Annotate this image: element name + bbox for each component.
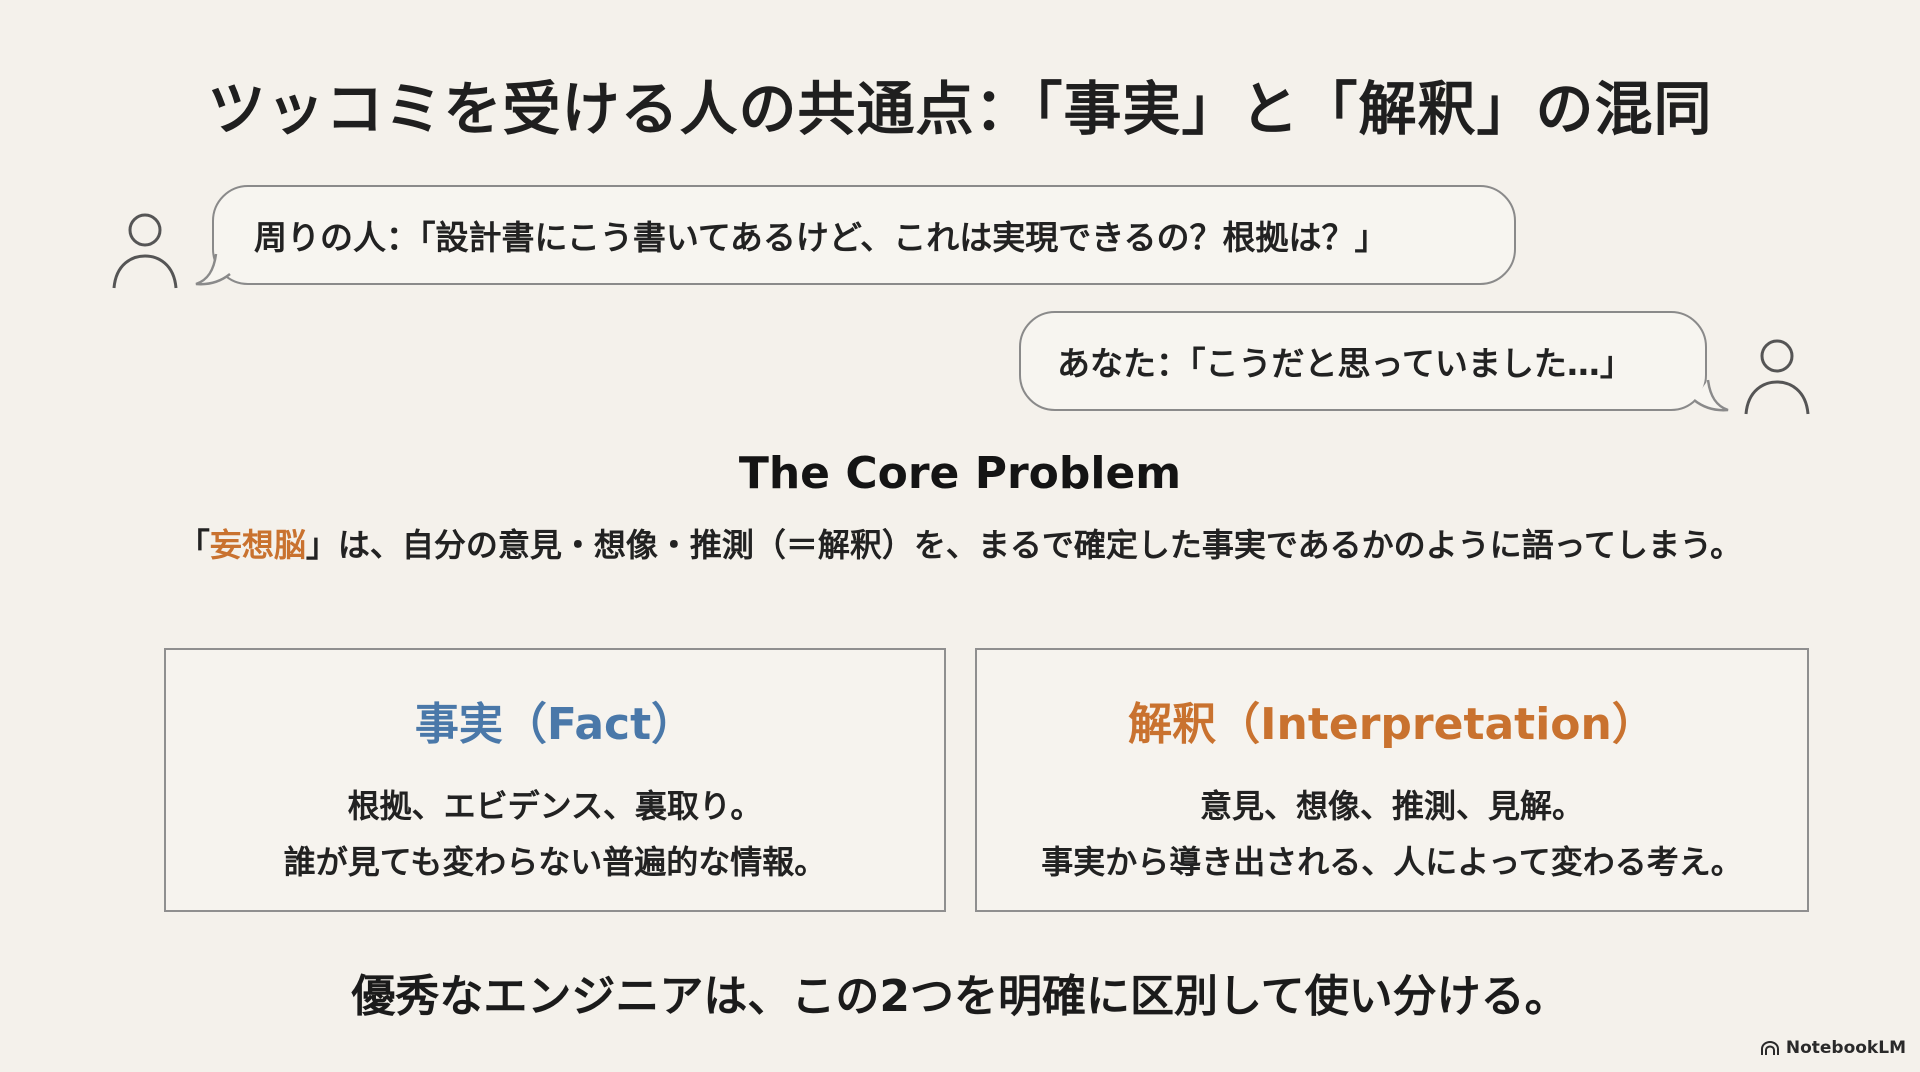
person-icon [110,210,180,290]
core-problem-heading: The Core Problem [738,448,1182,499]
core-problem-statement: 「妄想脳」は、自分の意見・想像・推測（＝解釈）を、まるで確定した事実であるかのよ… [0,520,1920,566]
slide-title: ツッコミを受ける人の共通点：「事実」と「解釈」の混同 [207,75,1713,143]
core-problem-rest: 」は、自分の意見・想像・推測（＝解釈）を、まるで確定した事実であるかのように語っ… [305,526,1743,564]
fact-card-title: 事実（Fact） [414,699,696,750]
watermark-text: NotebookLM [1785,1038,1906,1058]
speech-bubble-others: 周りの人：「設計書にこう書いてあるけど、これは実現できるの？根拠は？」 [212,185,1516,285]
interpretation-card-line-2: 事実から導き出される、人によって変わる考え。 [1041,843,1743,881]
you-dialogue-text: あなた：「こうだと思っていました…」 [1057,344,1633,383]
conclusion-statement: 優秀なエンジニアは、この2つを明確に区別して使い分ける。 [351,971,1569,1022]
fact-card: 事実（Fact） 根拠、エビデンス、裏取り。 誰が見ても変わらない普遍的な情報。 [164,648,946,912]
notebooklm-logo-icon [1760,1041,1779,1055]
bubble-tail-right [1693,379,1729,412]
person-icon [1742,336,1812,416]
interpretation-card-title: 解釈（Interpretation） [1128,699,1656,750]
quote-open: 「 [177,526,210,564]
fact-card-line-1: 根拠、エビデンス、裏取り。 [347,787,763,825]
bubble-tail-left [195,253,231,286]
fact-card-line-2: 誰が見ても変わらない普遍的な情報。 [283,843,827,881]
highlight-term: 妄想脳 [209,526,306,564]
interpretation-card: 解釈（Interpretation） 意見、想像、推測、見解。 事実から導き出さ… [975,648,1809,912]
notebooklm-watermark: NotebookLM [1760,1038,1906,1058]
interpretation-card-line-1: 意見、想像、推測、見解。 [1199,787,1584,825]
others-dialogue-text: 周りの人：「設計書にこう書いてあるけど、これは実現できるの？根拠は？」 [254,218,1388,257]
speech-bubble-you: あなた：「こうだと思っていました…」 [1019,311,1707,411]
